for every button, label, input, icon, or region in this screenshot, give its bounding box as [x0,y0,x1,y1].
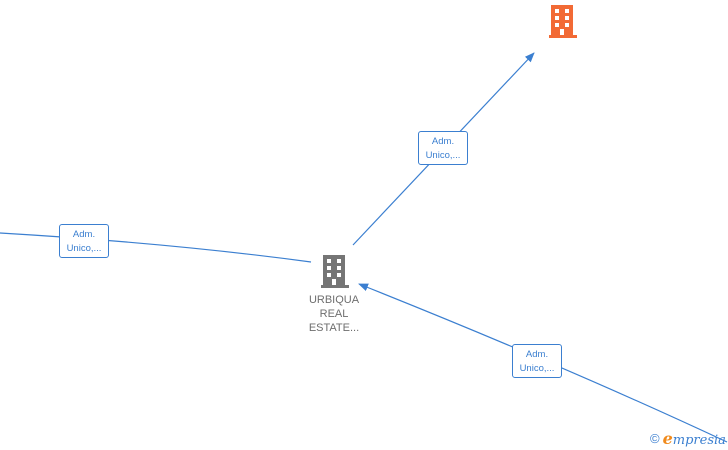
edge-label-line: Adm. [72,229,96,240]
edge-label-line: Adm. [431,136,455,147]
edge-label-line: Unico,... [66,243,102,254]
edge-label-line: Adm. [525,349,549,360]
company-label[interactable]: URBIQUA REAL ESTATE... [289,293,379,335]
brand-initial: e [662,428,673,448]
building-icon[interactable] [549,5,577,38]
brand-name: mpresia [672,432,726,448]
edge-label-top[interactable]: Adm. Unico,... [418,131,468,165]
edge-label-line: Unico,... [425,150,461,161]
company-label-line: URBIQUA [308,294,360,306]
edge-label-line: Unico,... [519,363,555,374]
edge-label-bottom-right[interactable]: Adm. Unico,... [512,344,562,378]
brand-logo: empresia [663,429,726,448]
edge-line-left [0,232,312,263]
copyright-icon: © [650,430,660,446]
company-label-line: REAL [319,308,349,320]
watermark: © empresia [650,428,726,448]
company-label-line: ESTATE... [308,322,360,334]
edge-label-left[interactable]: Adm. Unico,... [59,224,109,258]
building-icon[interactable] [321,255,349,288]
